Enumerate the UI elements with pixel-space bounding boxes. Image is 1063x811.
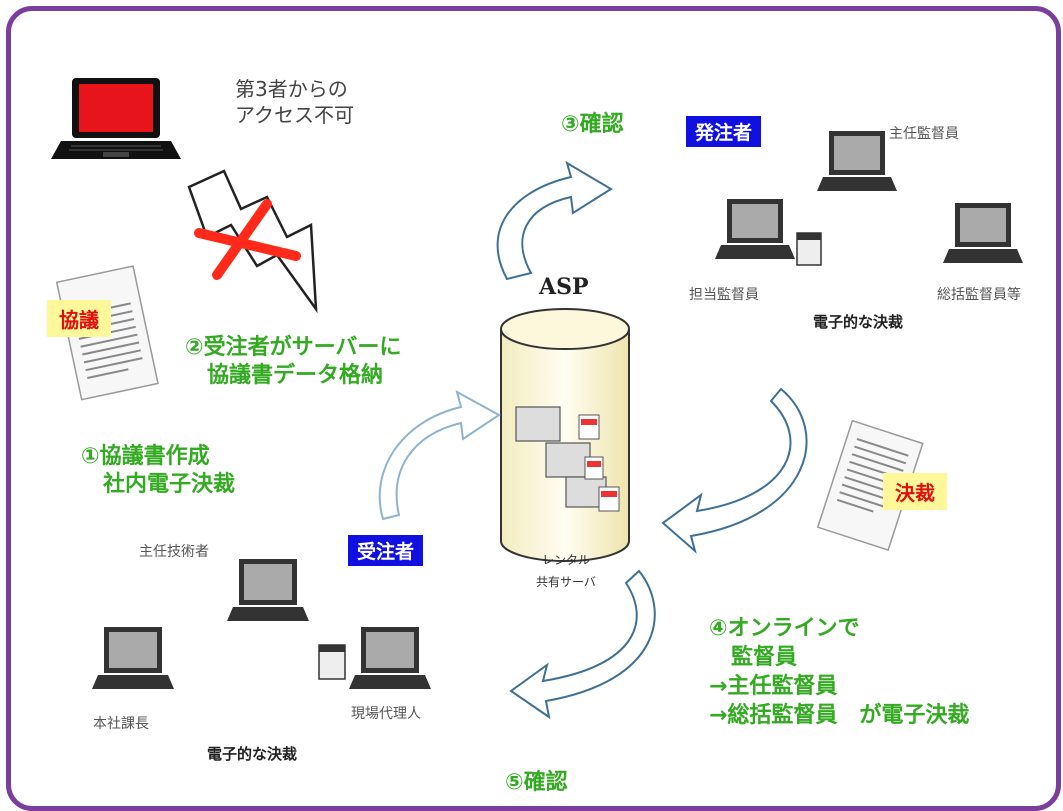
laptop-icon <box>349 627 431 689</box>
server-label: レンタル 共有サーバ <box>536 553 596 589</box>
file-icon <box>318 644 346 680</box>
document-icon <box>816 419 924 551</box>
contractor-role-top: 主任技術者 <box>139 544 209 560</box>
arrow-to-server <box>378 390 501 521</box>
orderer-badge: 発注者 <box>686 116 762 147</box>
laptop-icon <box>92 627 174 689</box>
lightning-icon <box>187 169 318 314</box>
orderer-role-top: 主任監督員 <box>889 126 959 142</box>
arrow-to-orderer <box>496 160 613 281</box>
file-icon <box>796 232 822 266</box>
orderer-role-right: 総括監督員等 <box>937 287 1021 303</box>
kyogi-label: 協議 <box>47 300 111 337</box>
third-party-note: 第3者からの アクセス不可 <box>235 77 354 127</box>
laptop-icon <box>943 203 1023 263</box>
laptop-icon <box>715 199 795 259</box>
server-title: ASP <box>539 274 589 300</box>
step-1-label: ①協議書作成 社内電子決裁 <box>81 444 236 497</box>
server-cylinder-icon <box>500 308 630 562</box>
contractor-badge: 受注者 <box>348 535 424 566</box>
contractor-role-left: 本社課長 <box>93 716 149 732</box>
laptop-icon <box>227 559 309 621</box>
arrow-to-contractor <box>509 569 656 720</box>
orderer-role-left: 担当監督員 <box>689 287 759 303</box>
arrow-from-orderer <box>661 387 808 554</box>
kessai-label: 決裁 <box>883 473 947 510</box>
blocked-x-icon <box>194 199 301 280</box>
step-3-label: ③確認 <box>561 112 624 137</box>
step-4-label: ④オンラインで 監督員 →主任監督員 →総括監督員 が電子決裁 <box>709 616 970 728</box>
step-5-label: ⑤確認 <box>505 770 568 795</box>
diagram-frame: 第3者からの アクセス不可 協議 決裁 ②受注者がサーバーに 協議書データ格納 … <box>6 6 1061 811</box>
contractor-caption: 電子的な決裁 <box>207 745 298 763</box>
step-2-label: ②受注者がサーバーに 協議書データ格納 <box>185 335 402 388</box>
red-laptop-icon <box>51 78 181 159</box>
laptop-icon <box>817 131 897 191</box>
contractor-role-right: 現場代理人 <box>351 706 421 722</box>
orderer-caption: 電子的な決裁 <box>813 313 904 331</box>
